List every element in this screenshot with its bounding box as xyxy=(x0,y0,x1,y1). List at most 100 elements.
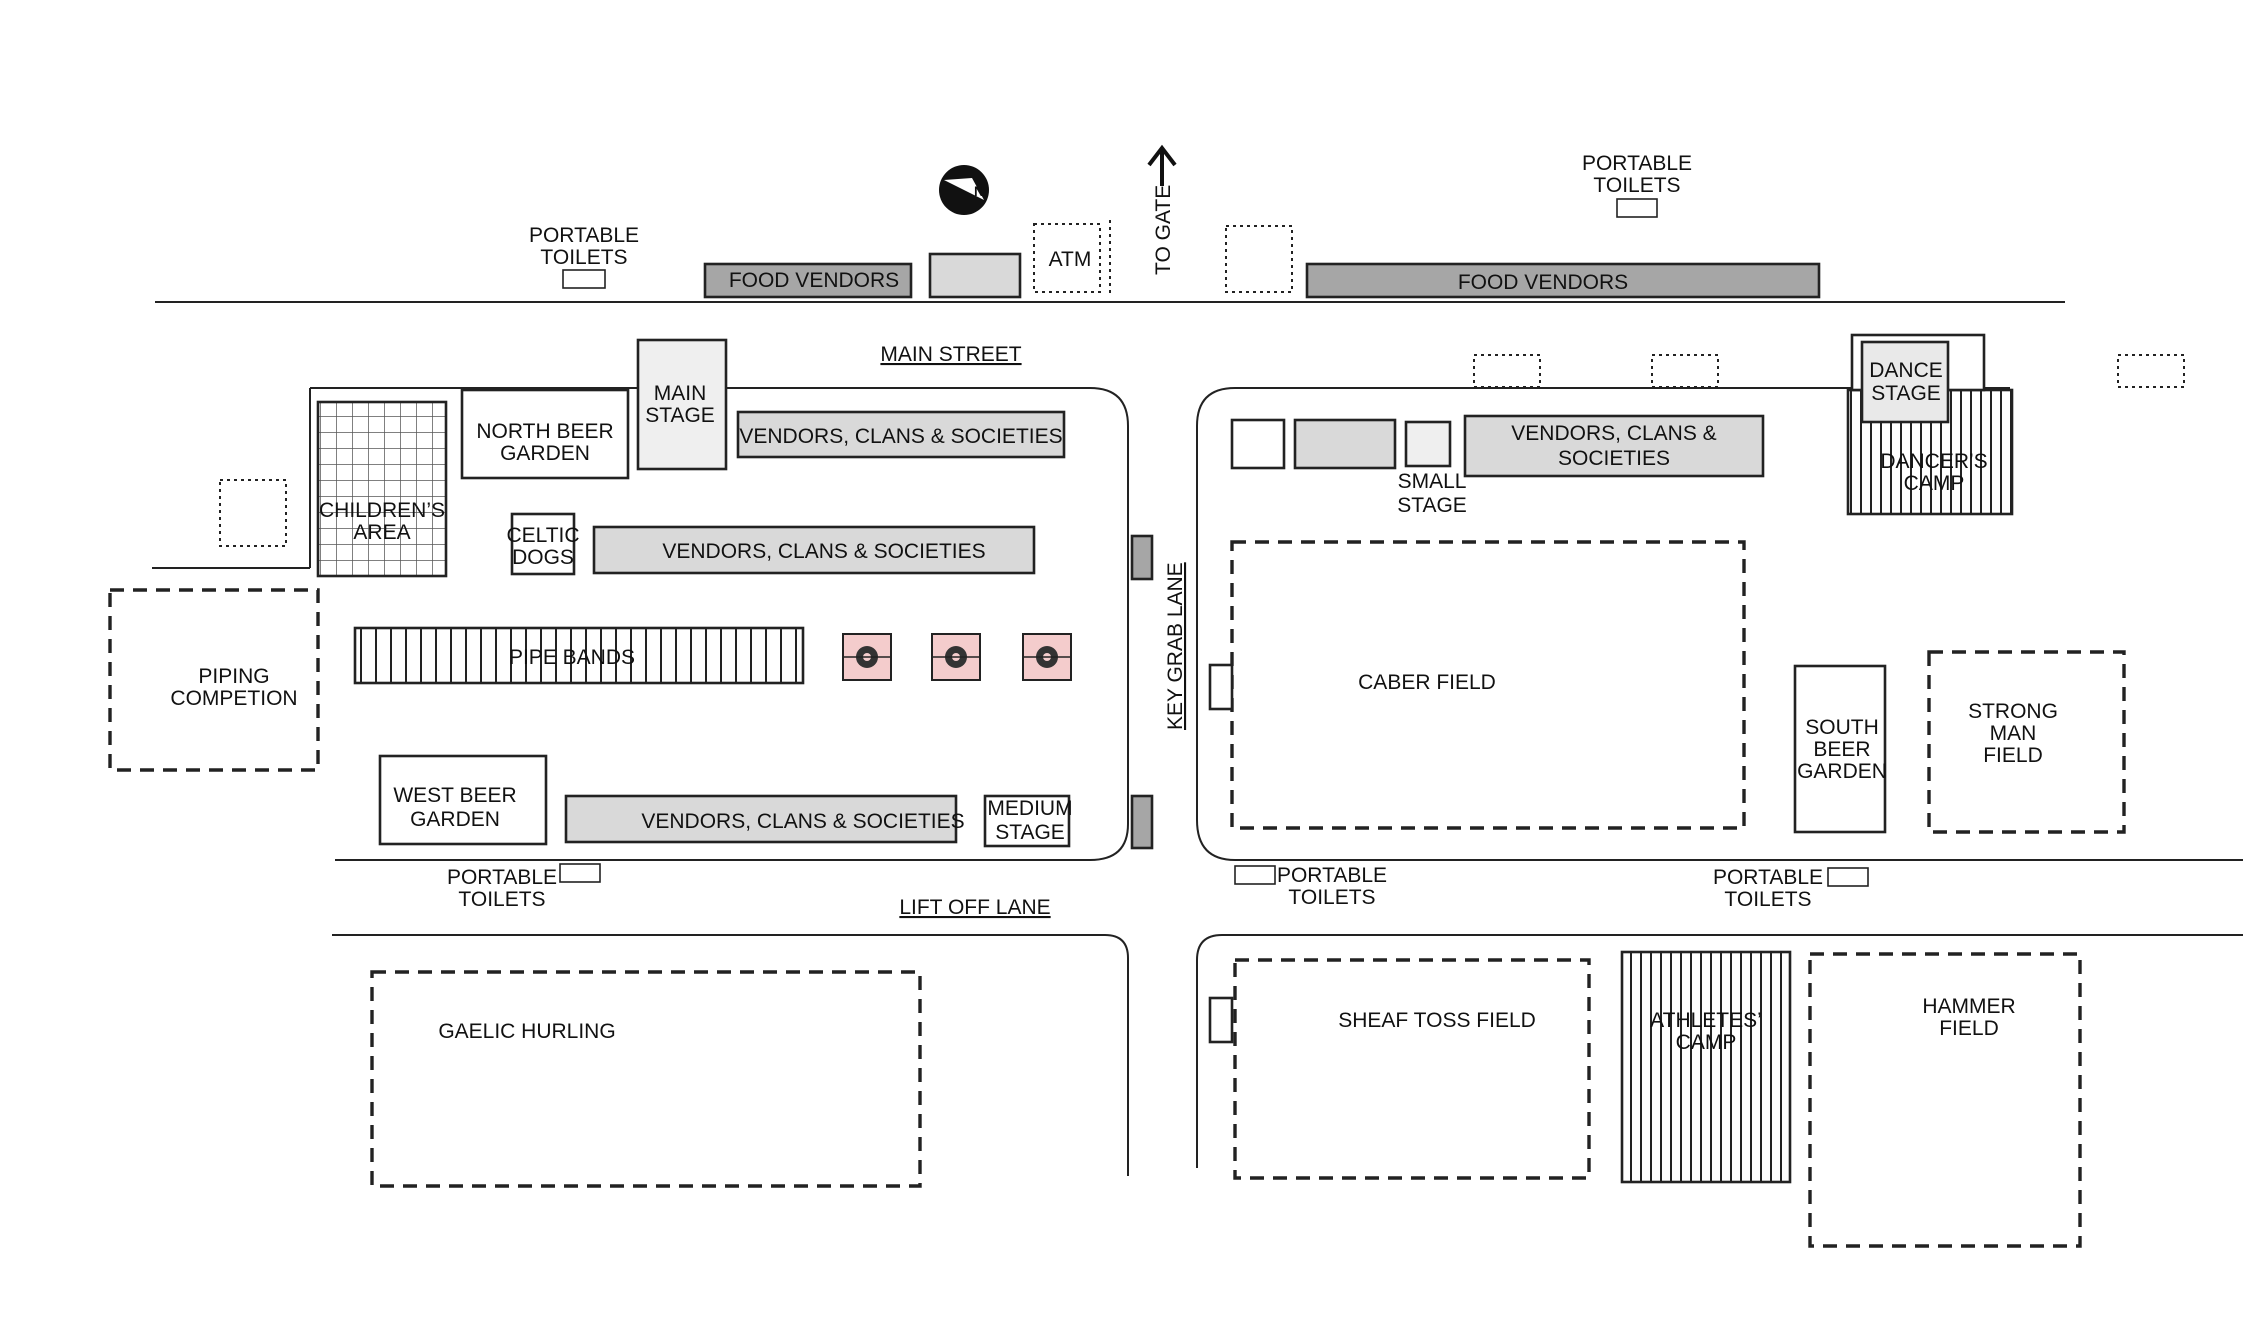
grey-booth-ne-1[interactable] xyxy=(1293,418,1397,470)
gaelic-hurling[interactable] xyxy=(370,970,922,1188)
label-toilets: TOILETS xyxy=(1288,886,1375,909)
societies-label: SOCIETIES xyxy=(1558,447,1670,470)
vendors-label: VENDORS, CLANS & SOCIETIES xyxy=(662,540,985,563)
childrens-label: CHILDREN’S xyxy=(319,499,445,522)
lift-off-lane-label: LIFT OFF LANE xyxy=(899,896,1050,919)
stage-label: STAGE xyxy=(1871,382,1941,405)
vendors-label: VENDORS, CLANS & SOCIETIES xyxy=(641,810,964,833)
flower-tile-icons xyxy=(842,633,1072,681)
athletes-camp[interactable] xyxy=(1620,950,1792,1184)
label-toilets: TOILETS xyxy=(540,246,627,269)
toilet-top-left xyxy=(562,269,606,289)
garden-label: GARDEN xyxy=(1797,760,1887,783)
celtic-dogs[interactable] xyxy=(510,512,576,576)
white-booth-ne[interactable] xyxy=(1230,418,1286,470)
celtic-label: CELTIC xyxy=(506,524,579,547)
competion-label: COMPETION xyxy=(170,687,297,710)
camp-label: CAMP xyxy=(1904,472,1965,495)
vendors-label: VENDORS, CLANS & SOCIETIES xyxy=(739,425,1062,448)
dotted-booth-ne-1[interactable] xyxy=(1473,354,1541,388)
flower-tile-icon xyxy=(1022,633,1072,681)
vendors-row-2[interactable] xyxy=(592,525,1036,575)
atm-label: ATM xyxy=(1049,248,1092,271)
north-beer-garden[interactable] xyxy=(460,388,630,480)
stage-label: STAGE xyxy=(645,404,715,427)
small-label: SMALL xyxy=(1398,470,1467,493)
flower-tile-icon xyxy=(931,633,981,681)
top-area: PORTABLE TOILETS FOOD VENDORS ATM TO GAT… xyxy=(529,144,1821,366)
pipe-bands[interactable] xyxy=(353,626,805,685)
stage-label: STAGE xyxy=(995,821,1065,844)
caber-side-box xyxy=(1208,663,1234,711)
north-beer-label: NORTH BEER xyxy=(476,420,613,443)
dotted-booth-ne-2[interactable] xyxy=(1651,354,1719,388)
dotted-booth-west[interactable] xyxy=(219,479,287,547)
stage-label: STAGE xyxy=(1397,494,1467,517)
label-toilets: TOILETS xyxy=(1593,174,1680,197)
food-vendors-west[interactable] xyxy=(703,262,913,299)
caber-field-label: CABER FIELD xyxy=(1358,671,1496,694)
hammer-field[interactable] xyxy=(1808,952,2082,1248)
west-beer-label: WEST BEER xyxy=(393,784,516,807)
camp-label: CAMP xyxy=(1676,1031,1737,1054)
garden-label: GARDEN xyxy=(500,442,590,465)
dogs-label: DOGS xyxy=(512,546,574,569)
grey-booth-top[interactable] xyxy=(928,252,1022,299)
sheaf-toss-field[interactable] xyxy=(1233,958,1591,1180)
food-vendors-east-label: FOOD VENDORS xyxy=(1458,271,1628,294)
pipe-bands-label: PIPE BANDS xyxy=(509,646,635,669)
label-portable: PORTABLE xyxy=(529,224,639,247)
gaelic-hurling-label: GAELIC HURLING xyxy=(438,1020,615,1043)
food-vendors-east[interactable] xyxy=(1305,262,1821,299)
up-arrow-icon xyxy=(1147,144,1177,186)
piping-label: PIPING xyxy=(198,665,269,688)
hammer-label: HAMMER xyxy=(1922,995,2015,1018)
flower-tile-icon xyxy=(842,633,892,681)
west-beer-garden[interactable] xyxy=(378,754,548,846)
label-portable: PORTABLE xyxy=(1277,864,1387,887)
main-street-label: MAIN STREET xyxy=(880,343,1021,366)
vendors-ne[interactable] xyxy=(1463,414,1765,478)
beer-label: BEER xyxy=(1813,738,1870,761)
to-gate-label: TO GATE xyxy=(1152,185,1175,275)
garden-label: GARDEN xyxy=(410,808,500,831)
label-toilets: TOILETS xyxy=(458,888,545,911)
south-beer-garden[interactable] xyxy=(1793,664,1887,834)
svg-text:N: N xyxy=(974,183,984,199)
label-portable: PORTABLE xyxy=(447,866,557,889)
label-portable: PORTABLE xyxy=(1713,866,1823,889)
piping-competion[interactable] xyxy=(108,588,320,772)
medium-label: MEDIUM xyxy=(987,797,1072,820)
key-grab-booth-1[interactable] xyxy=(1130,534,1154,581)
roads xyxy=(152,301,2243,1176)
northeast-block: SMALL STAGE VENDORS, CLANS & SOCIETIES D… xyxy=(1208,333,2185,911)
strong-man-field[interactable] xyxy=(1927,650,2126,834)
main-label: MAIN xyxy=(654,382,707,405)
area-label: AREA xyxy=(353,521,410,544)
atm-booth[interactable] xyxy=(1033,223,1101,293)
northwest-block: CHILDREN’S AREA NORTH BEER GARDEN MAIN S… xyxy=(108,338,1187,919)
small-stage[interactable] xyxy=(1404,420,1452,468)
dotted-booth-ne-3[interactable] xyxy=(2117,354,2185,388)
key-grab-booth-2[interactable] xyxy=(1130,794,1154,850)
dotted-booth-top[interactable] xyxy=(1225,225,1293,293)
childrens-area[interactable] xyxy=(316,400,448,578)
toilet-top-right xyxy=(1616,198,1658,218)
toilet-lift-off-left xyxy=(559,863,601,883)
medium-stage[interactable] xyxy=(983,794,1071,848)
man-label: MAN xyxy=(1990,722,2037,745)
toilet-lift-off-mid xyxy=(1234,865,1276,885)
label-toilets: TOILETS xyxy=(1724,888,1811,911)
key-grab-lane-label: KEY GRAB LANE xyxy=(1164,562,1187,730)
main-stage[interactable] xyxy=(636,338,728,471)
label-portable: PORTABLE xyxy=(1582,152,1692,175)
vendors-row-3[interactable] xyxy=(564,794,958,844)
dance-stage[interactable] xyxy=(1860,340,1950,424)
field-label: FIELD xyxy=(1983,744,2043,767)
sheaf-toss-side-box xyxy=(1208,996,1234,1044)
vendors-row-1[interactable] xyxy=(736,410,1066,459)
vendors-clans-label: VENDORS, CLANS & xyxy=(1511,422,1716,445)
athletes-label: ATHLETES’ xyxy=(1650,1009,1762,1032)
strong-label: STRONG xyxy=(1968,700,2058,723)
